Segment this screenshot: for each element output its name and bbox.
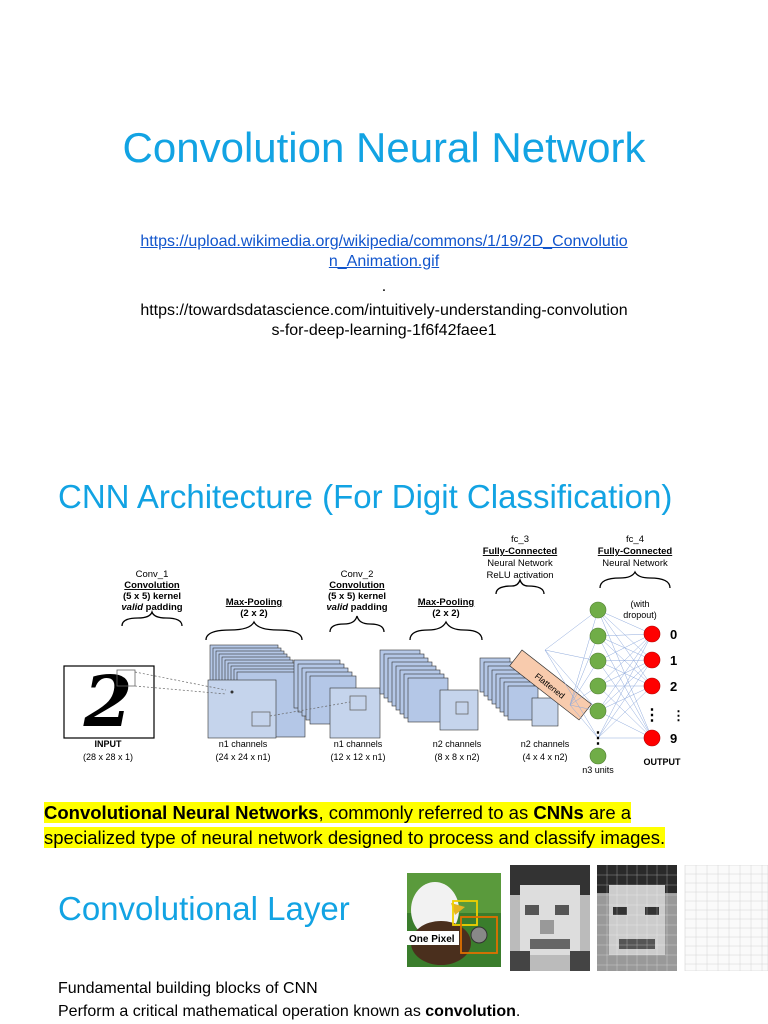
eagle-image: One Pixel	[407, 873, 501, 967]
ch4-size: (4 x 4 x n2)	[522, 752, 567, 762]
cnn-architecture-title: CNN Architecture (For Digit Classificati…	[58, 478, 673, 515]
pixel-value-matrix	[684, 865, 768, 971]
wikimedia-link-line2[interactable]: n_Animation.gif	[328, 253, 440, 270]
pool1-feature-stack	[293, 659, 381, 739]
input-image	[63, 665, 155, 739]
cnn-definition: Convolutional Neural Networks, commonly …	[44, 802, 666, 848]
conv1-label-a: Conv_1	[136, 569, 169, 580]
convolution-bold: convolution	[425, 1003, 516, 1020]
conv2-label-d: valid padding	[326, 602, 387, 613]
tds-link-line1: https://towardsdatascience.com/intuitive…	[140, 302, 628, 319]
ch3-size: (8 x 8 x n2)	[434, 752, 479, 762]
conv1-feature-stack	[207, 644, 306, 739]
convolutional-layer-title: Convolutional Layer	[58, 890, 350, 927]
fc-connections	[544, 609, 653, 739]
cnns-bold-term: CNNs	[533, 802, 584, 823]
pixel-grid-image	[597, 865, 677, 971]
one-pixel-label: One Pixel	[409, 934, 455, 945]
slide-title-cnn: Convolution Neural Network	[122, 124, 646, 171]
conv1-label-d: valid padding	[121, 602, 182, 613]
conv2-feature-stack	[379, 649, 479, 731]
fc3-label-b: Fully-Connected	[483, 546, 558, 557]
conv-layer-line1: Fundamental building blocks of CNN	[58, 980, 318, 997]
tds-link-line2: s-for-deep-learning-1f6f42faee1	[271, 322, 497, 339]
pool2-feature-stack	[479, 657, 559, 727]
fc3-label-c: Neural Network	[487, 558, 553, 569]
conv2-label-a: Conv_2	[341, 569, 374, 580]
svg-text:⋮: ⋮	[590, 730, 606, 747]
input-digit: 2	[83, 660, 133, 743]
pool1-label-a: Max-Pooling	[226, 597, 283, 608]
conv-layer-line2: Perform a critical mathematical operatio…	[58, 1003, 521, 1020]
output-title: OUTPUT	[644, 757, 682, 767]
fc4-label-a: fc_4	[626, 534, 644, 545]
ch2-size: (12 x 12 x n1)	[330, 752, 385, 762]
pool2-label-a: Max-Pooling	[418, 597, 475, 608]
fc3-label-a: fc_3	[511, 534, 529, 545]
fc3-neurons	[589, 601, 607, 765]
conv2-label-b: Convolution	[329, 580, 385, 591]
cnn-architecture-diagram: Conv_1 Convolution (5 x 5) kernel valid …	[63, 534, 685, 775]
conv2-label-c: (5 x 5) kernel	[328, 591, 386, 602]
output-label-0: 0	[670, 627, 677, 642]
output-label-dots: ⋮	[672, 708, 685, 723]
cnn-bold-term: Convolutional Neural Networks	[44, 802, 319, 823]
conv1-label-b: Convolution	[124, 580, 180, 591]
conv1-label-c: (5 x 5) kernel	[123, 591, 181, 602]
fc4-label-b: Fully-Connected	[598, 546, 673, 557]
ch1-size: (24 x 24 x n1)	[215, 752, 270, 762]
fc3-label-d: ReLU activation	[486, 570, 553, 581]
pool1-label-b: (2 x 2)	[240, 608, 267, 619]
ch3-label: n2 channels	[433, 739, 482, 749]
output-label-1: 1	[670, 653, 677, 668]
dropout-label-b: dropout)	[623, 610, 657, 620]
output-label-2: 2	[670, 679, 677, 694]
input-size: (28 x 28 x 1)	[83, 752, 133, 762]
ch4-label: n2 channels	[521, 739, 570, 749]
input-label: INPUT	[95, 739, 123, 749]
ch1-label: n1 channels	[219, 739, 268, 749]
fc4-label-c: Neural Network	[602, 558, 668, 569]
wikimedia-link-line1[interactable]: https://upload.wikimedia.org/wikipedia/c…	[140, 233, 628, 250]
ch2-label: n1 channels	[334, 739, 383, 749]
dropout-label-a: (with	[630, 599, 649, 609]
cnn-definition-line2: specialized type of neural network desig…	[44, 827, 666, 848]
output-neurons	[643, 625, 661, 747]
pixelated-face-image	[510, 865, 590, 971]
output-label-9: 9	[670, 731, 677, 746]
separator-dot: .	[381, 278, 387, 295]
pixel-illustration: One Pixel	[407, 865, 768, 971]
svg-text:⋮: ⋮	[644, 707, 660, 724]
n3-units-label: n3 units	[582, 765, 614, 775]
pool2-label-b: (2 x 2)	[432, 608, 459, 619]
